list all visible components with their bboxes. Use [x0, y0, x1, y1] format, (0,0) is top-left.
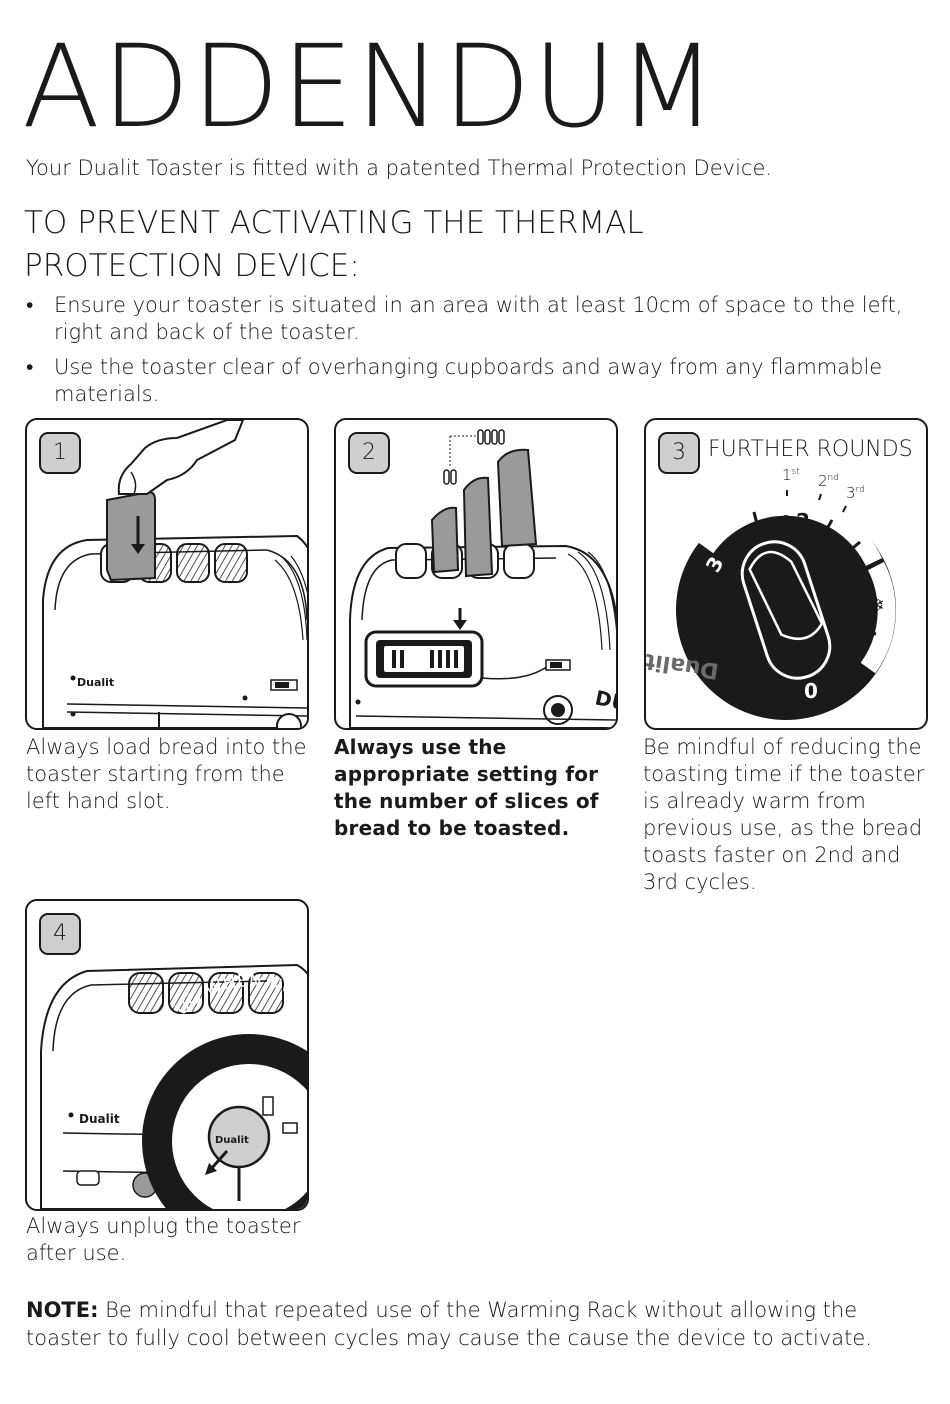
- panel-4-caption: Always unplug the toaster after use.: [26, 1214, 301, 1265]
- toaster-brand-label: Dualit: [77, 676, 114, 689]
- note-text: Be mindful that repeated use of the Warm…: [26, 1298, 872, 1350]
- note-label: NOTE:: [26, 1298, 99, 1322]
- dial-mark-0: 0: [804, 679, 818, 703]
- note-paragraph: NOTE: Be mindful that repeated use of th…: [26, 1296, 926, 1352]
- panel-1: Dualit 1: [25, 418, 309, 730]
- step-badge: 2: [348, 432, 390, 474]
- section-heading: TO PREVENT ACTIVATING THE THERMAL PROTEC…: [24, 205, 644, 284]
- step-badge: 1: [39, 432, 81, 474]
- toaster-load-illustration: Dualit: [42, 420, 307, 728]
- svg-text:2nd: 2nd: [818, 472, 839, 490]
- further-rounds-label: FURTHER ROUNDS: [708, 437, 913, 462]
- panel-1-caption: Always load bread into the toaster start…: [26, 735, 307, 813]
- step-badge: 4: [39, 913, 81, 955]
- defrost-icon: ❄: [868, 593, 885, 617]
- bullet-item: Use the toaster clear of overhanging cup…: [26, 354, 926, 408]
- toaster-brand-label: Dualit: [79, 1112, 120, 1126]
- svg-text:3rd: 3rd: [846, 484, 865, 502]
- svg-text:1st: 1st: [782, 466, 800, 484]
- bullet-item: Ensure your toaster is situated in an ar…: [26, 292, 926, 346]
- round-2-label: 2: [818, 472, 828, 490]
- panel-3: 1st 2nd 3rd 2 3 0 ❄ Dualit 3 FURTHER ROU…: [644, 418, 928, 730]
- toaster-setting-illustration: DUAL: [349, 429, 616, 728]
- panel-2: DUAL 2: [334, 418, 618, 730]
- unplug-illustration: Dualit UNPLUG WHEN NOT IN USE Dualit: [40, 963, 307, 1209]
- dial-mark-2: 2: [796, 509, 810, 533]
- round-1-label: 1: [782, 466, 792, 484]
- step-badge: 3: [658, 432, 700, 474]
- timer-dial-illustration: 1st 2nd 3rd 2 3 0 ❄ Dualit: [646, 466, 896, 720]
- round-3-label: 3: [846, 484, 856, 502]
- intro-text: Your Dualit Toaster is fitted with a pat…: [26, 156, 773, 180]
- panel-2-caption: Always use the appropriate setting for t…: [334, 735, 599, 840]
- panel-3-caption: Be mindful of reducing the toasting time…: [643, 735, 925, 894]
- bullet-list: Ensure your toaster is situated in an ar…: [26, 292, 926, 416]
- plug-brand-label: Dualit: [215, 1135, 249, 1146]
- panel-4: Dualit UNPLUG WHEN NOT IN USE Dualit 4: [25, 899, 309, 1211]
- page-title: ADDENDUM: [22, 20, 719, 153]
